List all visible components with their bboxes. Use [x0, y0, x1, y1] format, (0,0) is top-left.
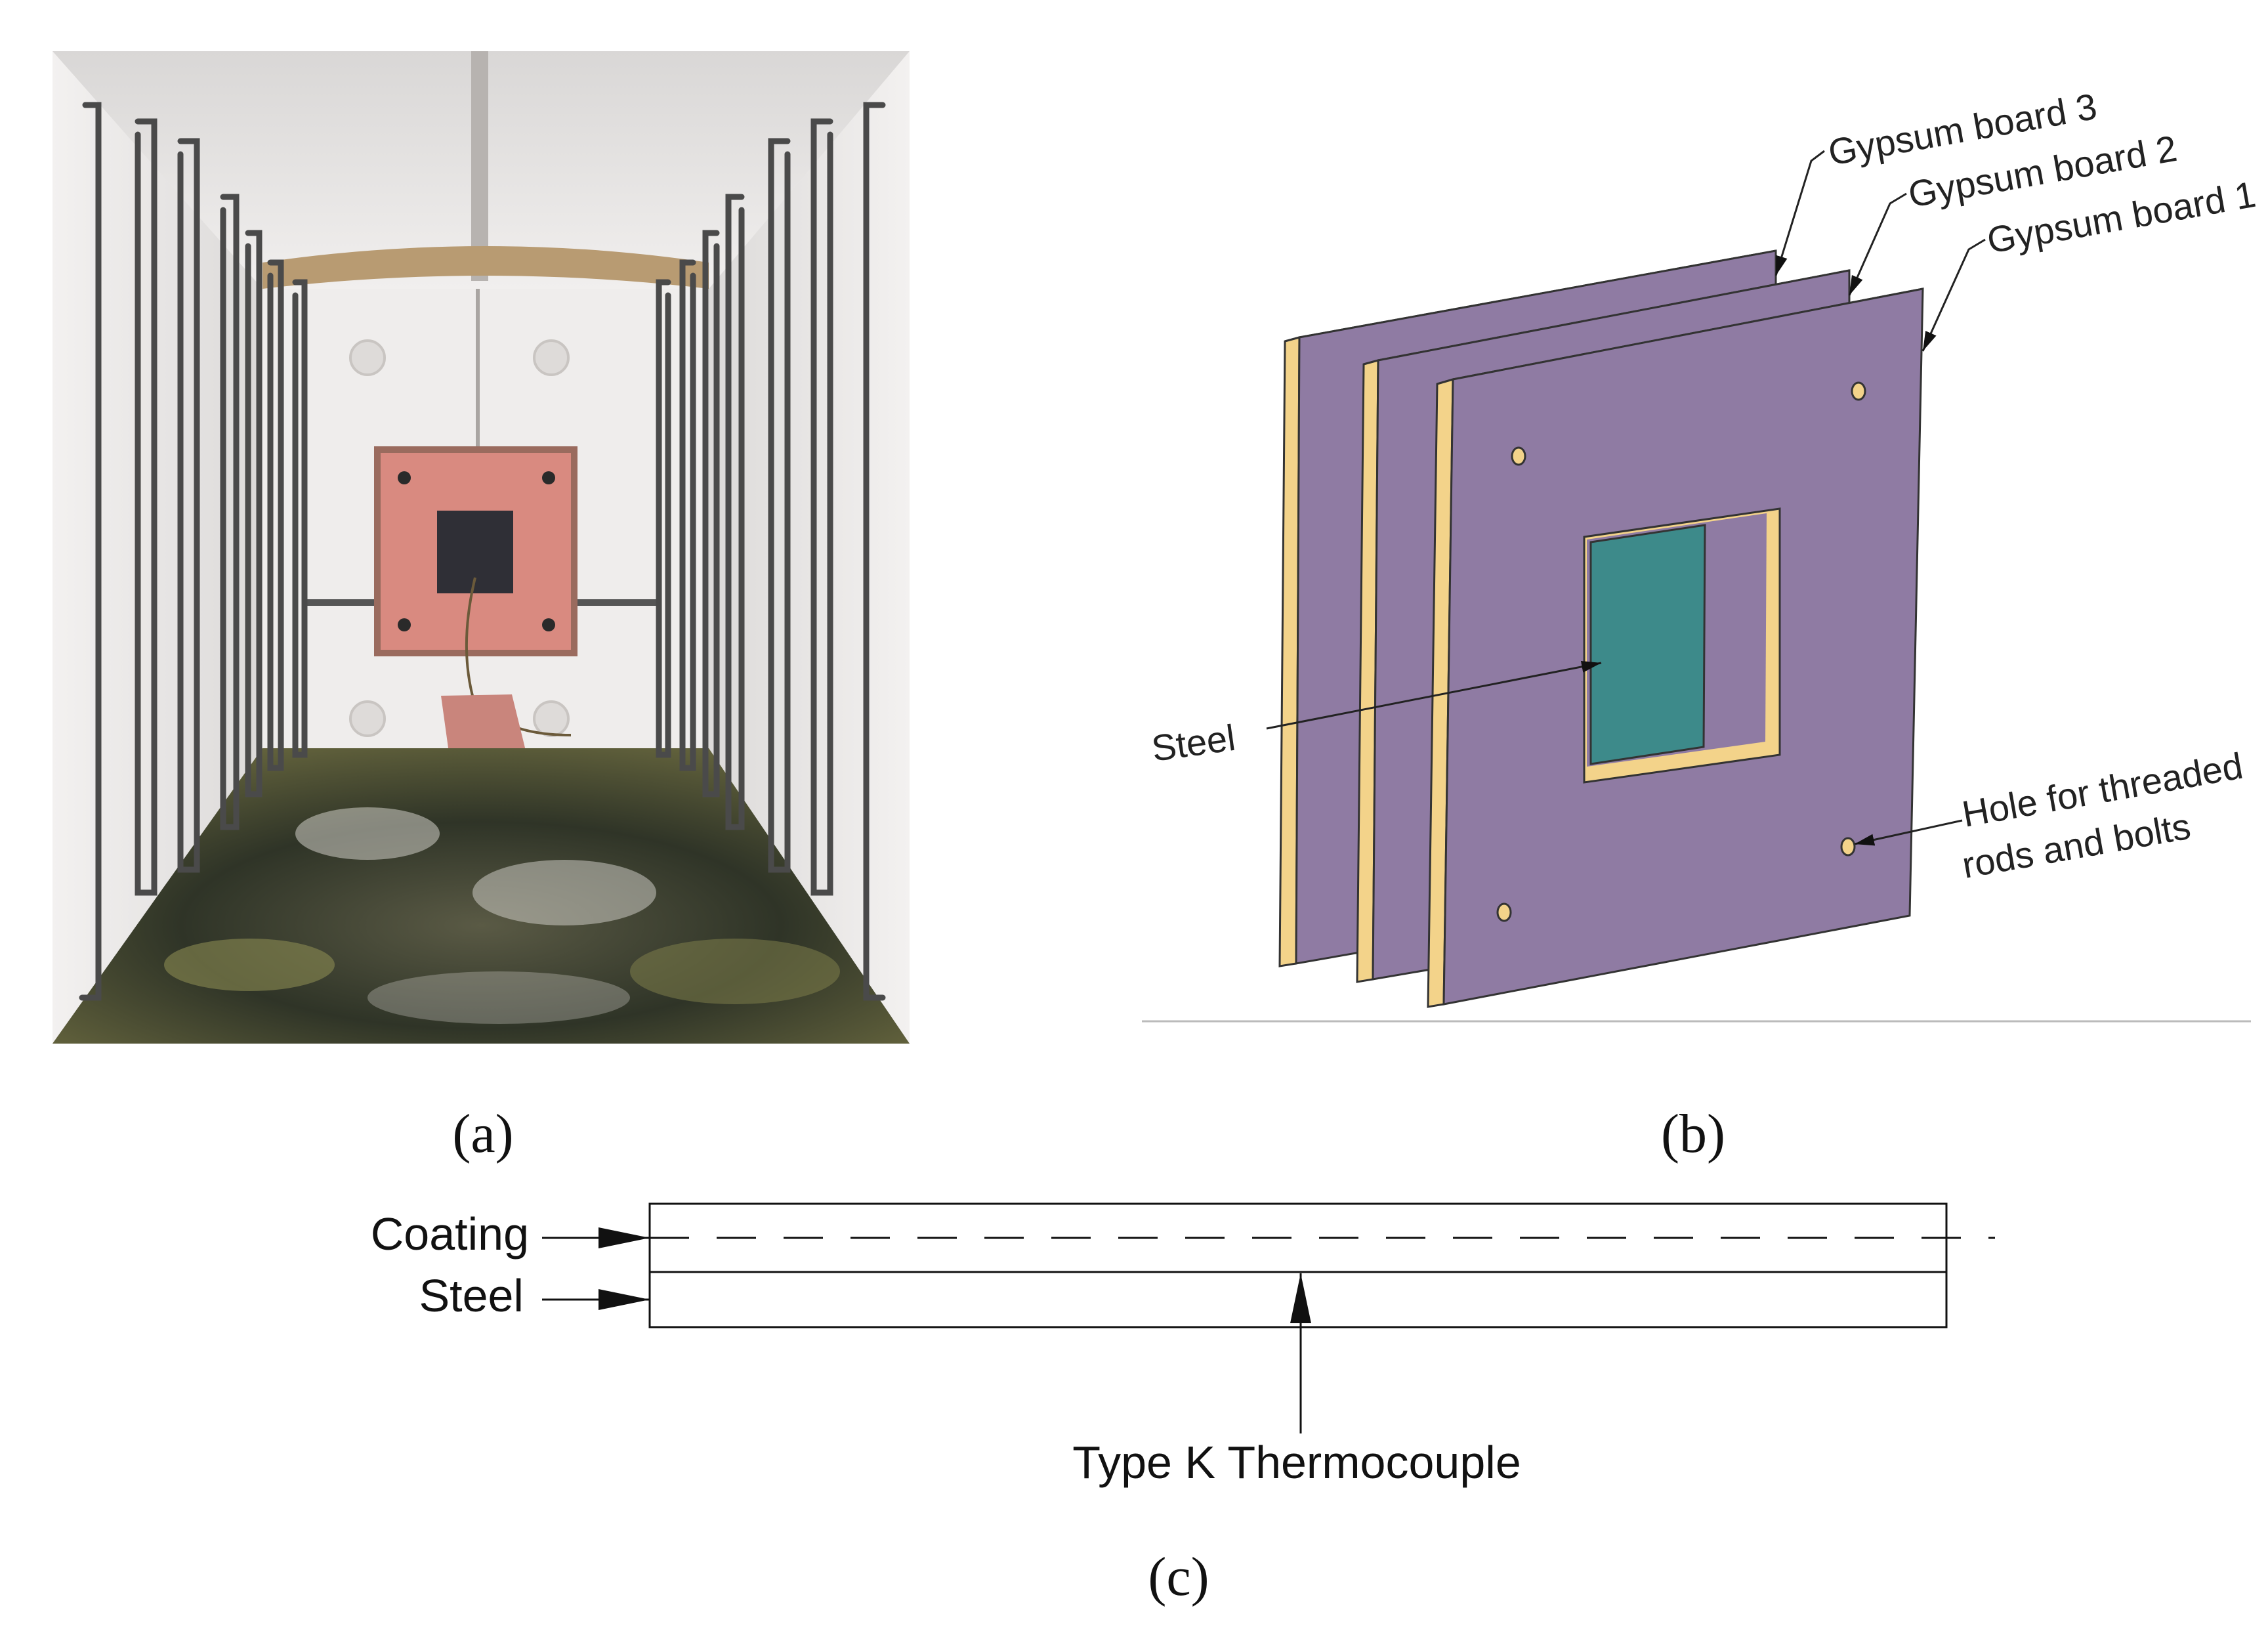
wall-boss — [349, 339, 386, 376]
panel-b-diagram: Gypsum board 3 Gypsum board 2 Gypsum boa… — [1142, 85, 2259, 1023]
furnace-right-wall — [709, 51, 910, 1044]
bolt-hole — [1840, 837, 1856, 857]
ceiling-seam — [471, 51, 488, 281]
steel-arrow-head — [598, 1289, 650, 1310]
floor-debris — [164, 939, 335, 991]
label-steel-c: Steel — [419, 1270, 524, 1321]
wall-boss — [349, 700, 386, 737]
leader-hole — [1854, 819, 1963, 846]
gypsum-board-1 — [1427, 287, 1924, 1008]
thermocouple-arrow-head — [1290, 1273, 1311, 1323]
wall-boss — [533, 700, 570, 737]
label-coating: Coating — [371, 1208, 529, 1260]
furnace-left-wall — [52, 51, 262, 1044]
bolt-hole — [1511, 446, 1526, 466]
caption-b: (b) — [1661, 1103, 1725, 1164]
panel-b-leaders — [1266, 150, 1986, 846]
floor-debris — [368, 971, 630, 1024]
left-heating-elements — [79, 102, 308, 1001]
ceiling-insulation-edge — [262, 246, 709, 289]
caption-a: (a) — [452, 1103, 513, 1164]
leader-board-1 — [1922, 238, 1986, 352]
leader-steel — [1266, 660, 1602, 730]
label-thermocouple: Type K Thermocouple — [1072, 1437, 1521, 1488]
coating-arrow-head — [598, 1227, 650, 1248]
bolt-hole — [1496, 902, 1512, 922]
specimen-bolt — [398, 618, 411, 631]
caption-c: (c) — [1148, 1546, 1209, 1607]
specimen-bolt — [542, 618, 555, 631]
floor-debris — [295, 807, 440, 860]
specimen-bolt — [398, 471, 411, 484]
specimen-bolt — [542, 471, 555, 484]
leader-board-3 — [1774, 150, 1825, 276]
floor-debris — [472, 860, 656, 925]
right-heating-elements — [656, 102, 886, 1001]
wall-boss — [533, 339, 570, 376]
panel-a-photo — [52, 51, 910, 1044]
leader-board-2 — [1848, 192, 1907, 296]
floor-debris — [630, 939, 840, 1004]
label-steel-b: Steel — [1149, 717, 1238, 769]
steel-plate — [1589, 524, 1706, 765]
bolt-hole — [1851, 381, 1866, 401]
panel-c-diagram: Coating Steel Type K Thermocouple — [371, 1202, 1995, 1488]
